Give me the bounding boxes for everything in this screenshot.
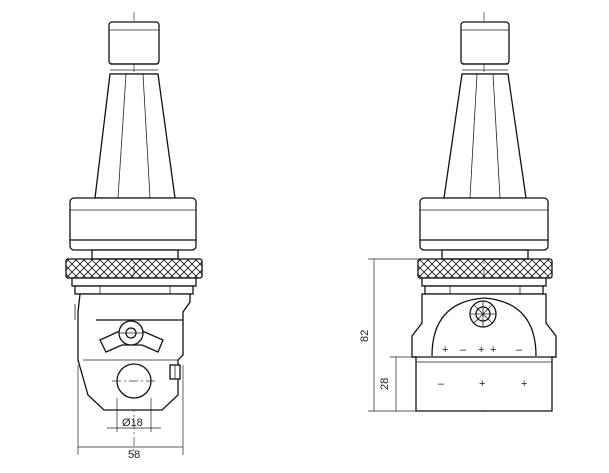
- mark-upper-4: +: [490, 344, 496, 356]
- mark-lower-2: +: [479, 378, 485, 390]
- dimension-height: 82: [359, 258, 418, 412]
- dimension-diameter: Ø18: [107, 398, 161, 432]
- front-bore: [112, 363, 156, 399]
- mark-upper-2: –: [460, 344, 467, 356]
- width-label: 58: [128, 449, 140, 461]
- front-vblock: [99, 320, 164, 353]
- diameter-label: Ø18: [122, 417, 143, 429]
- side-marks-lower: – + +: [438, 378, 527, 390]
- side-body: [411, 293, 557, 412]
- mark-upper-5: –: [516, 344, 523, 356]
- front-flange: [69, 197, 197, 260]
- front-taper: [94, 73, 176, 199]
- front-view: Ø18 58: [65, 12, 203, 461]
- side-flange: [419, 197, 549, 260]
- side-knurled-ring: [417, 258, 553, 279]
- side-marks-upper: + – + + –: [442, 344, 523, 356]
- lower-height-label: 28: [379, 378, 391, 390]
- front-knurled-ring: [65, 258, 203, 279]
- mark-upper-3: +: [478, 344, 484, 356]
- front-top-stud: [108, 21, 160, 75]
- side-top-stud: [460, 21, 510, 75]
- dimension-lower-height: 28: [379, 356, 412, 411]
- mark-lower-1: –: [438, 378, 445, 390]
- dimension-width: 58: [77, 365, 184, 461]
- height-label: 82: [359, 330, 371, 342]
- side-collar: [421, 277, 547, 295]
- side-taper: [443, 73, 527, 199]
- mark-lower-3: +: [521, 378, 527, 390]
- side-view: + – + + – – + + 82 28: [359, 12, 557, 412]
- mark-upper-1: +: [442, 344, 448, 356]
- front-body: [74, 293, 191, 411]
- front-collar: [71, 277, 197, 295]
